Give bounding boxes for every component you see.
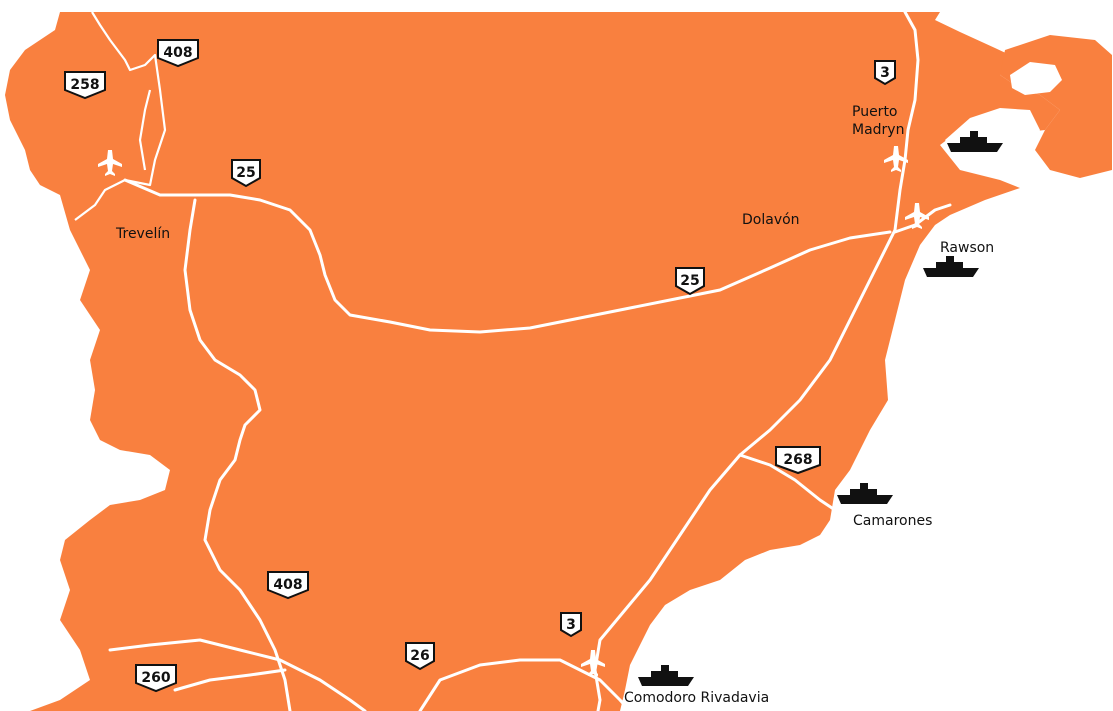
route-shield: 258 bbox=[64, 71, 106, 100]
route-label: 25 bbox=[680, 273, 699, 289]
route-shield: 260 bbox=[135, 664, 177, 693]
airplane-icon bbox=[905, 203, 929, 229]
route-label: 268 bbox=[783, 452, 812, 468]
golfo-nuevo bbox=[945, 108, 1040, 175]
airplane-icon bbox=[581, 650, 605, 676]
city-label-trevelin: Trevelín bbox=[115, 226, 170, 242]
route-label: 408 bbox=[163, 45, 192, 61]
road-40 bbox=[183, 198, 292, 711]
city-label-madryn: Madryn bbox=[852, 122, 904, 138]
airplane-icon bbox=[884, 146, 908, 172]
land-region bbox=[5, 12, 1060, 711]
city-label-puerto: Puerto bbox=[852, 104, 898, 120]
ship-icon bbox=[947, 131, 1003, 152]
road-26 bbox=[418, 658, 632, 711]
airplane-icon bbox=[98, 150, 122, 176]
road-25 bbox=[123, 178, 892, 334]
road-misc bbox=[173, 668, 287, 692]
route-label: 260 bbox=[141, 670, 170, 686]
route-label: 25 bbox=[236, 165, 255, 181]
border-line bbox=[138, 89, 152, 171]
border-line bbox=[74, 11, 167, 221]
ship-icon bbox=[638, 665, 694, 686]
road-268 bbox=[738, 453, 837, 512]
route-label: 3 bbox=[880, 65, 890, 81]
city-label-comodoro: Comodoro Rivadavia bbox=[624, 690, 769, 706]
city-label-camarones: Camarones bbox=[853, 513, 932, 529]
small-bay bbox=[1010, 62, 1062, 95]
city-label-dolavon: Dolavón bbox=[742, 212, 800, 228]
route-shield: 268 bbox=[775, 446, 821, 475]
city-label-rawson: Rawson bbox=[940, 240, 994, 256]
route-shield: 26 bbox=[405, 642, 435, 671]
route-shield: 408 bbox=[157, 39, 199, 68]
route-shield: 408 bbox=[267, 571, 309, 600]
route-label: 3 bbox=[566, 617, 576, 633]
route-label: 408 bbox=[273, 577, 302, 593]
route-label: 258 bbox=[70, 77, 99, 93]
route-shield: 3 bbox=[560, 612, 582, 638]
route-shield: 3 bbox=[874, 60, 896, 86]
ship-icon bbox=[837, 483, 893, 504]
route-label: 26 bbox=[410, 648, 429, 664]
road-260 bbox=[108, 638, 367, 711]
road-3 bbox=[593, 10, 920, 711]
ship-icon bbox=[923, 256, 979, 277]
route-shield: 25 bbox=[231, 159, 261, 188]
route-shield: 25 bbox=[675, 267, 705, 296]
